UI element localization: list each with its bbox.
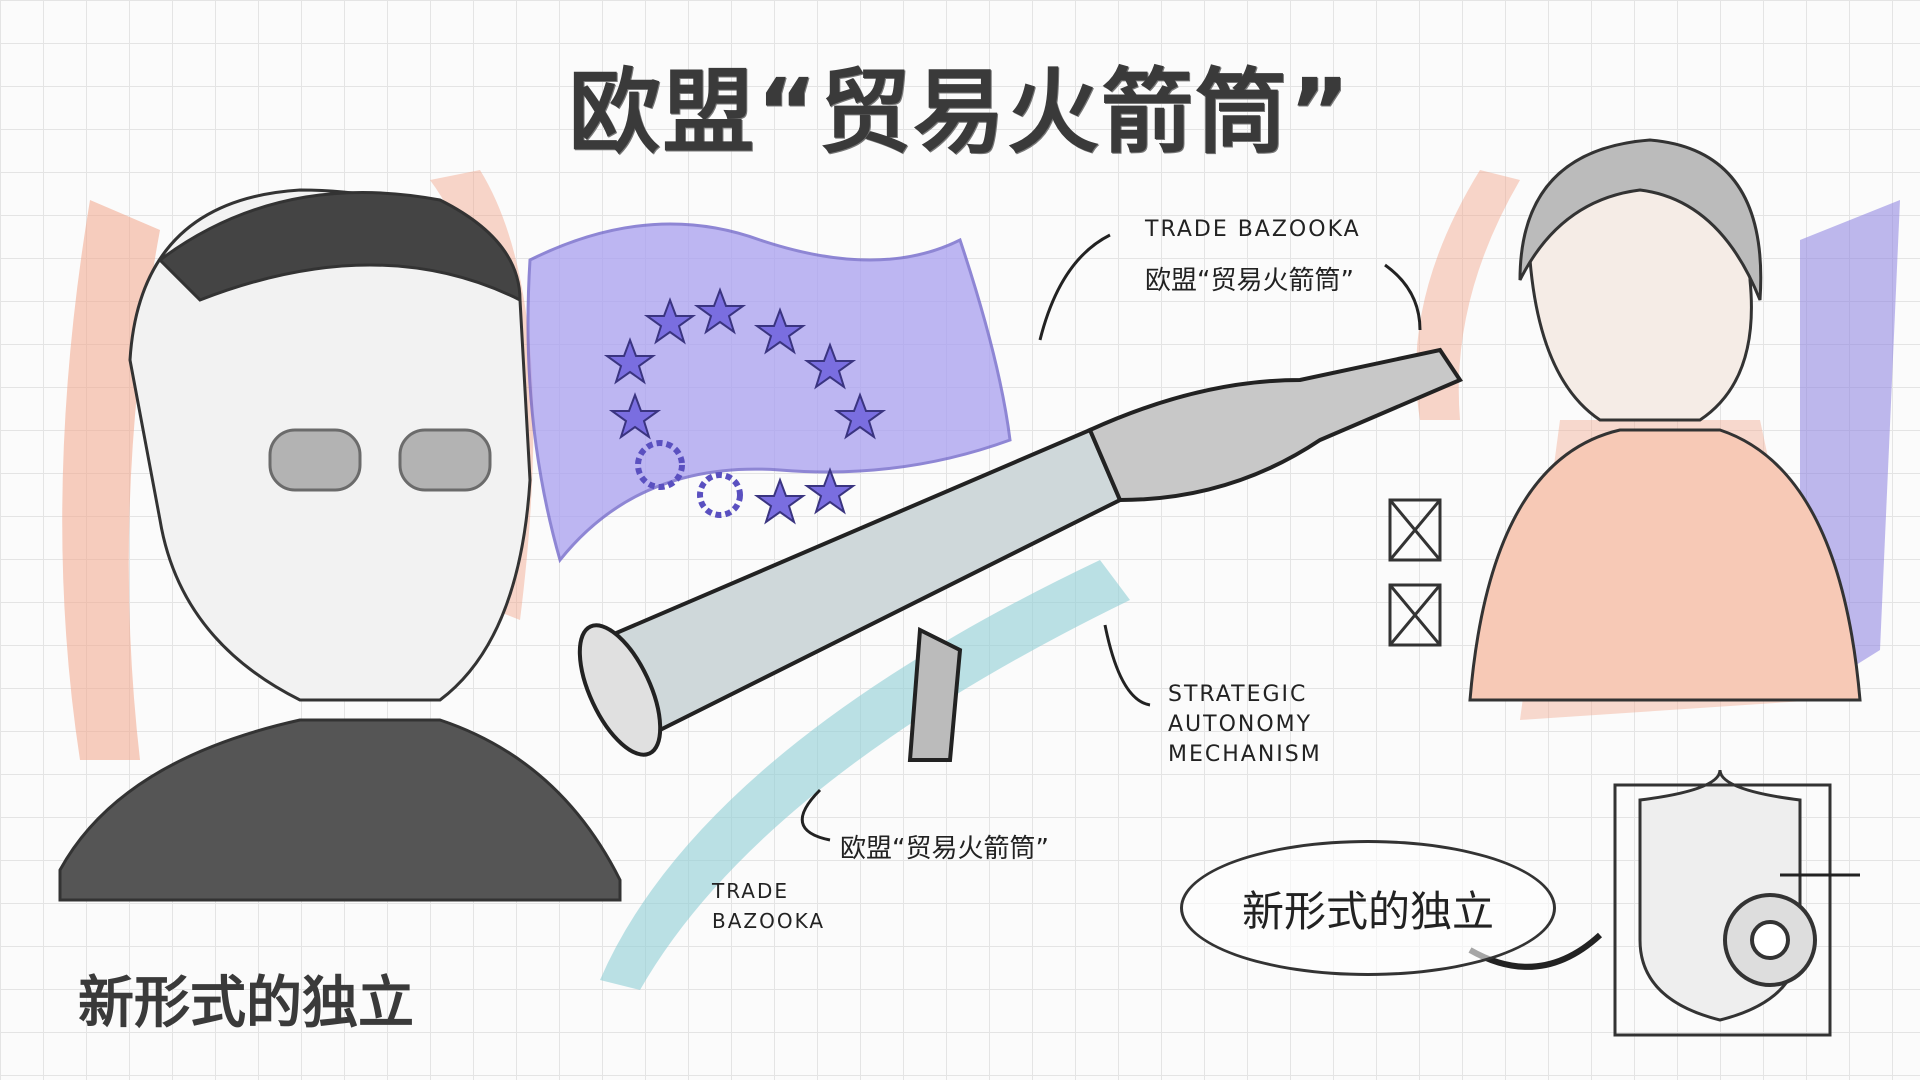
bottom-left-caption: 新形式的独立 — [78, 971, 414, 1036]
speech-bubble: 新形式的独立 — [1180, 840, 1556, 976]
bazooka-illustration — [577, 347, 1463, 762]
page-title: 欧盟“贸易火箭筒” — [568, 59, 1352, 166]
gear-icon — [635, 440, 685, 490]
trade-bazooka-cn-label: 欧盟“贸易火箭筒” — [1145, 266, 1354, 296]
mechanism-label: STRATEGIC AUTONOMY MECHANISM — [1168, 682, 1322, 767]
eu-flag-icon — [526, 222, 1012, 564]
gear-icon — [697, 472, 743, 518]
portrait-right — [1468, 138, 1862, 702]
gear-icon — [1723, 893, 1817, 987]
trade-bazooka-label: TRADE BAZOOKA — [1145, 217, 1361, 242]
sunglasses-icon — [268, 428, 362, 492]
bottom-center-cn-label: 欧盟“贸易火箭筒” — [840, 834, 1049, 864]
portrait-left — [58, 188, 622, 902]
bottom-trade-bazooka-label: TRADE BAZOOKA — [712, 879, 826, 933]
checkbox-icon — [1388, 498, 1442, 647]
